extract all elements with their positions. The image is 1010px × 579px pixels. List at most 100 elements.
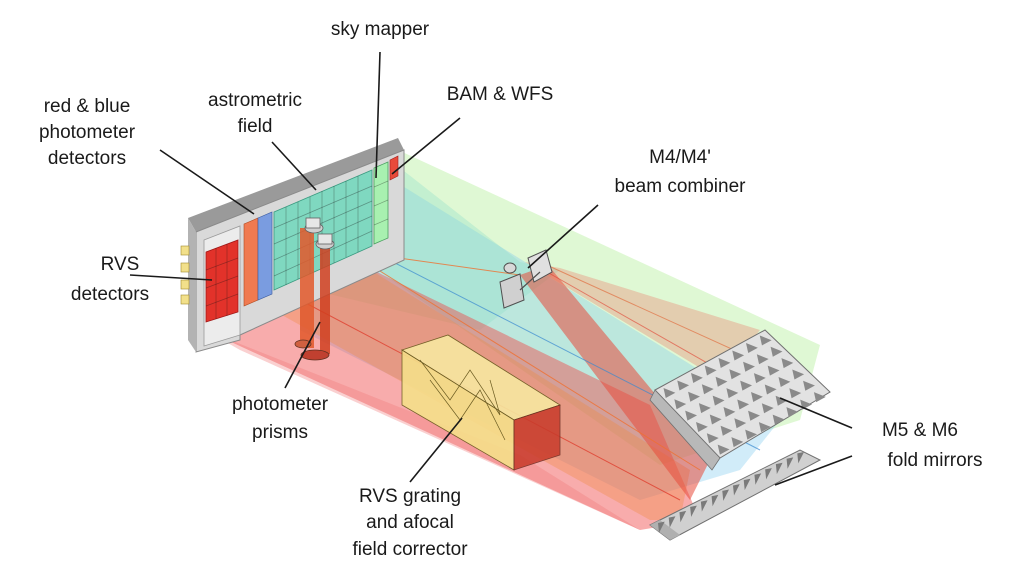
- mirror-facet: [759, 335, 772, 346]
- mirror-facet: [706, 433, 719, 444]
- mirror-facet: [748, 410, 760, 421]
- label-sky-mapper: sky mapper: [331, 19, 430, 40]
- label-red-blue-line2: photometer: [39, 122, 136, 143]
- mirror-facet: [792, 369, 805, 380]
- label-m5m6-line2: fold mirrors: [887, 450, 982, 471]
- leader-rvs-grating: [409, 417, 463, 483]
- label-m5m6-line1: M5 & M6: [882, 420, 958, 441]
- label-bam-wfs: BAM & WFS: [447, 84, 554, 105]
- photometer-prisms: [294, 217, 335, 361]
- leader-lines: [129, 51, 853, 486]
- mirror-facet: [756, 354, 769, 365]
- mirror-facet: [722, 489, 729, 501]
- mirror-facet: [778, 376, 791, 387]
- mirror-facet: [700, 500, 708, 512]
- mirror-facet: [732, 350, 745, 361]
- connector-pin: [180, 279, 190, 290]
- beam-combiner: [499, 249, 553, 309]
- mirror-facet: [761, 403, 774, 414]
- m4-to-m5-beam: [520, 265, 710, 500]
- mirror-facet: [726, 388, 739, 399]
- mirror-facet: [803, 380, 815, 391]
- mirror-facet: [679, 510, 687, 523]
- label-rvs-grating-line3: field corrector: [352, 539, 468, 560]
- sky-mapper-detectors: [373, 161, 389, 245]
- label-prisms-line2: prisms: [252, 422, 308, 443]
- mirror-facet: [770, 346, 783, 357]
- label-rvs-det-line2: detectors: [71, 284, 149, 305]
- mirror-facet: [729, 369, 742, 380]
- mirror-facet: [685, 410, 698, 421]
- mirror-facet: [737, 399, 750, 410]
- mirror-facet: [709, 414, 722, 425]
- mirror-facet: [731, 437, 744, 448]
- rvs-detectors: [205, 239, 239, 323]
- bam-wfs-detectors: [389, 155, 399, 181]
- fold-mirrors: [649, 329, 831, 541]
- mirror-facet: [746, 342, 758, 353]
- focal-plane-left-edge: [188, 218, 196, 352]
- mirror-facet: [743, 478, 751, 491]
- mirror-facet: [813, 392, 826, 403]
- leader-bam-wfs: [391, 117, 461, 175]
- labels: sky mapper BAM & WFS red & blue photomet…: [39, 19, 983, 560]
- leader-prisms: [284, 321, 321, 389]
- label-astrometric-line1: astrometric: [208, 90, 302, 111]
- leader-astrometric: [271, 141, 317, 191]
- mirror-facet: [786, 407, 799, 418]
- mirror-facet: [715, 376, 728, 387]
- mirror-facet: [717, 444, 730, 455]
- mirror-facet: [764, 384, 777, 395]
- leader-rvs-detectors: [129, 274, 213, 281]
- mirror-facet: [797, 452, 804, 464]
- connector-pin: [180, 262, 190, 273]
- blue-photometer-strip: [257, 211, 273, 301]
- mirror-facet: [734, 418, 747, 429]
- mirror-facet: [765, 468, 772, 480]
- label-rvs-grating-line2: and afocal: [366, 512, 454, 533]
- mirror-facet: [711, 494, 719, 507]
- m4-outgoing-beam: [525, 262, 760, 380]
- mirror-facet: [775, 462, 783, 475]
- mirror-facet: [658, 521, 665, 533]
- mirror-facet: [775, 395, 788, 406]
- label-prisms-line1: photometer: [232, 394, 329, 415]
- focal-plane-back: [188, 138, 404, 232]
- label-rvs-det-line1: RVS: [101, 254, 140, 275]
- mirror-facet: [789, 388, 802, 399]
- leader-m4: [527, 204, 599, 269]
- mirror-facet: [718, 357, 731, 368]
- mirror-facet: [688, 391, 700, 402]
- connector-pin: [180, 294, 190, 305]
- leader-m5: [779, 397, 853, 429]
- label-m4-line1: M4/M4': [649, 147, 711, 168]
- mirror-facet: [781, 358, 794, 369]
- ray: [329, 239, 701, 471]
- mirror-facet: [690, 505, 697, 517]
- mirror-facet: [743, 361, 755, 372]
- mirror-facet: [733, 484, 740, 496]
- mirror-facet: [668, 516, 676, 528]
- mirror-facet: [691, 372, 703, 383]
- label-rvs-grating-line1: RVS grating: [359, 486, 461, 507]
- mirror-facet: [720, 425, 733, 436]
- mirror-facet: [701, 384, 714, 395]
- mirror-facet: [663, 387, 676, 398]
- mirror-facet: [712, 395, 725, 406]
- rvs-beam-lower: [205, 330, 640, 530]
- mirror-facet: [696, 421, 708, 432]
- label-astrometric-line2: field: [238, 116, 273, 137]
- mirror-facet: [698, 403, 711, 414]
- mirror-facet: [772, 414, 785, 425]
- mirror-facet: [723, 406, 736, 417]
- mirror-facet: [740, 380, 753, 391]
- mirror-facet: [767, 365, 780, 376]
- label-red-blue-line3: detectors: [48, 148, 126, 169]
- mirror-facet: [745, 429, 758, 440]
- mirror-facet: [786, 457, 794, 469]
- leader-red-blue: [159, 149, 255, 215]
- mirror-facet: [751, 391, 763, 402]
- mirror-facet: [704, 365, 717, 376]
